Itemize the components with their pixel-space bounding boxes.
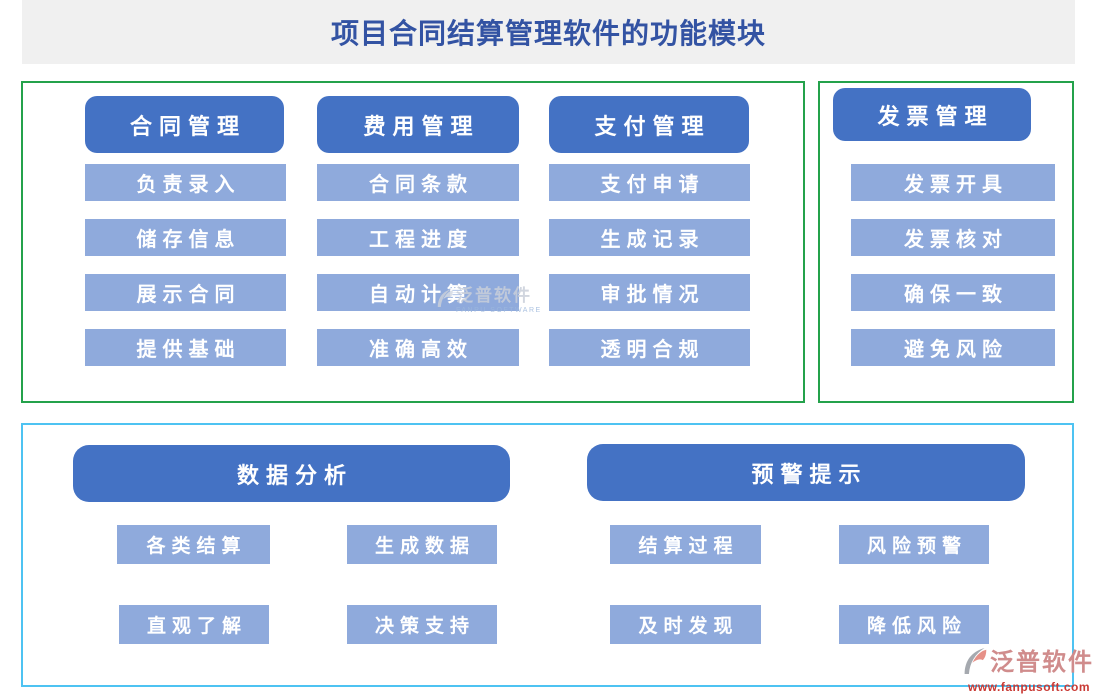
module-header-analysis: 数据分析 — [73, 445, 510, 502]
module-item-contract-2: 储存信息 — [85, 219, 286, 256]
module-header-warning: 预警提示 — [587, 444, 1025, 501]
center-watermark-brand: 泛普软件 — [456, 286, 532, 305]
module-item-payment-4: 透明合规 — [549, 329, 750, 366]
module-item-invoice-3: 确保一致 — [851, 274, 1055, 311]
module-header-contract: 合同管理 — [85, 96, 284, 153]
group-box-invoice: 发票管理 发票开具 发票核对 确保一致 避免风险 — [818, 81, 1074, 403]
module-item-analysis-3: 直观了解 — [119, 605, 269, 644]
module-item-contract-4: 提供基础 — [85, 329, 286, 366]
module-item-payment-2: 生成记录 — [549, 219, 750, 256]
module-item-warning-1: 结算过程 — [610, 525, 761, 564]
center-watermark: 泛普软件 FANPU SOFTWARE — [436, 287, 542, 314]
module-item-warning-2: 风险预警 — [839, 525, 989, 564]
module-item-analysis-1: 各类结算 — [117, 525, 270, 564]
module-item-payment-1: 支付申请 — [549, 164, 750, 201]
module-item-warning-4: 降低风险 — [839, 605, 989, 644]
module-item-invoice-2: 发票核对 — [851, 219, 1055, 256]
module-item-invoice-1: 发票开具 — [851, 164, 1055, 201]
module-header-invoice: 发票管理 — [833, 88, 1031, 141]
fanpu-logo-icon — [436, 287, 454, 314]
group-box-analysis-warning: 数据分析 各类结算 生成数据 直观了解 决策支持 预警提示 结算过程 风险预警 … — [21, 423, 1074, 687]
corner-logo: 泛普软件 www.fanpusoft.com — [962, 646, 1094, 693]
module-item-invoice-4: 避免风险 — [851, 329, 1055, 366]
module-item-contract-3: 展示合同 — [85, 274, 286, 311]
module-item-analysis-4: 决策支持 — [347, 605, 497, 644]
fanpu-logo-icon — [962, 646, 988, 680]
group-box-main-modules: 合同管理 负责录入 储存信息 展示合同 提供基础 费用管理 合同条款 工程进度 … — [21, 81, 805, 403]
module-item-contract-1: 负责录入 — [85, 164, 286, 201]
module-item-cost-2: 工程进度 — [317, 219, 519, 256]
center-watermark-caption: FANPU SOFTWARE — [456, 307, 542, 314]
corner-logo-brand: 泛普软件 — [990, 650, 1094, 676]
module-header-payment: 支付管理 — [549, 96, 749, 153]
module-header-cost: 费用管理 — [317, 96, 519, 153]
module-item-cost-1: 合同条款 — [317, 164, 519, 201]
module-item-payment-3: 审批情况 — [549, 274, 750, 311]
module-item-cost-3: 自动计算 — [317, 274, 519, 311]
module-item-analysis-2: 生成数据 — [347, 525, 497, 564]
module-item-cost-4: 准确高效 — [317, 329, 519, 366]
corner-logo-url: www.fanpusoft.com — [968, 680, 1091, 694]
page-title: 项目合同结算管理软件的功能模块 — [330, 19, 766, 50]
module-item-warning-3: 及时发现 — [610, 605, 761, 644]
title-band: 项目合同结算管理软件的功能模块 — [22, 0, 1075, 64]
